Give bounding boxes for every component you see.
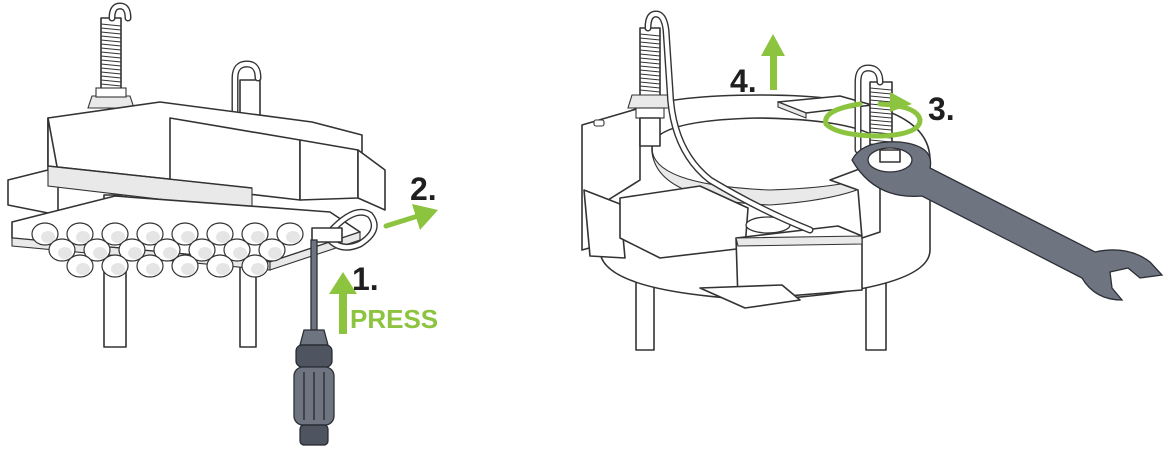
bottom-bracket [699,284,801,309]
led-lens-shade [268,247,282,259]
thread-line [639,45,661,49]
left-threaded-rod [87,2,135,109]
thread-line [100,35,122,39]
left-lens-grid [31,222,304,278]
thread-line [639,41,661,45]
thread-line [869,111,893,115]
thread-line [100,75,122,79]
thread-line [100,71,122,75]
thread-line [100,31,122,35]
led-lens-shade [76,231,90,243]
thread-line [100,43,122,47]
thread-line [639,73,661,77]
led-lens-shade [111,263,125,275]
step-2-group: 2. [383,171,438,230]
thread-line [869,87,893,91]
led-lens-shade [251,263,265,275]
led-lens-shade [93,247,107,259]
thread-line [639,53,661,57]
arrow-right-icon [383,204,438,230]
right-left-bracket [581,107,641,259]
thread-line [639,89,661,93]
step-3-group: 3. [823,91,955,139]
led-lens-shade [216,263,230,275]
thread-line [869,119,893,123]
arrow-up-icon [329,272,357,334]
step-3-label: 3. [928,91,955,127]
thread-line [100,23,122,27]
thread-line [100,67,122,71]
led-lens-shade [128,247,142,259]
thread-line [639,81,661,85]
thread-line [639,69,661,73]
thread-line [100,55,122,59]
thread-line [869,115,893,119]
led-lens-shade [163,247,177,259]
led-lens-shade [111,231,125,243]
thread-line [100,27,122,31]
thread-line [639,37,661,41]
thread-line [639,33,661,37]
led-lens-shade [76,263,90,275]
led-lens-shade [181,263,195,275]
led-lens-shade [286,231,300,243]
thread-line [639,61,661,65]
thread-line [639,49,661,53]
thread-line [869,123,893,127]
thread-line [869,95,893,99]
screwdriver [293,239,335,446]
thread-line [100,39,122,43]
thread-line [639,77,661,81]
thread-line [869,127,893,131]
thread-line [869,91,893,95]
thread-line [639,65,661,69]
thread-line [100,79,122,83]
thread-line [639,85,661,89]
step-4-group: 4. [730,34,785,99]
led-lens-shade [251,231,265,243]
led-lens-shade [146,263,160,275]
front-box [619,185,863,301]
step-2-label: 2. [410,171,437,207]
thread-line [100,47,122,51]
thread-line [100,83,122,87]
led-lens-shade [41,231,55,243]
rotate-arrow-icon [823,92,923,139]
led-lens-shade [216,231,230,243]
led-lens-shade [146,231,160,243]
right-threaded-rod-left [627,10,814,234]
thread-line [869,99,893,103]
thread-line [100,59,122,63]
left-illustration: 1. PRESS 2. [7,2,438,446]
thread-line [639,57,661,61]
thread-line [100,51,122,55]
led-lens-shade [198,247,212,259]
left-cable-loop [311,208,378,251]
led-lens-shade [181,231,195,243]
left-housing [7,101,386,216]
thread-line [100,63,122,67]
led-lens-shade [58,247,72,259]
press-label: PRESS [350,304,438,334]
wrench [851,141,1164,301]
step-1-label: 1. [352,261,379,297]
right-illustration: 3. 4. [581,10,1164,351]
arrow-up-icon [761,34,785,90]
step-1-group: 1. PRESS [329,261,438,334]
led-lens-shade [233,247,247,259]
step-4-label: 4. [730,63,757,99]
thread-line [869,107,893,111]
